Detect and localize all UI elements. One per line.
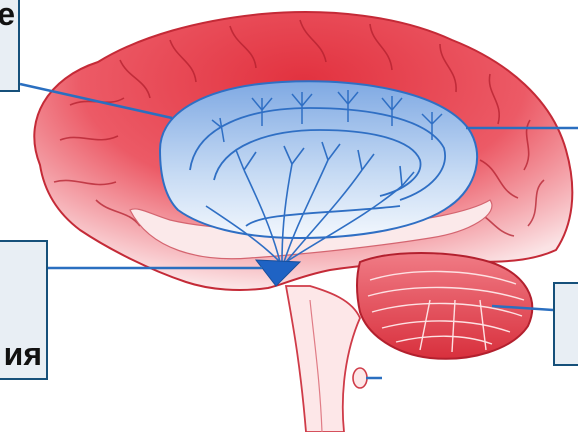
label-box-middle-left: ия [0,240,48,380]
label-box-top-left: е [0,0,20,92]
label-text-top-left: е [0,0,15,30]
label-box-bottom-right [553,282,578,366]
label-text-middle-left: ия [4,338,42,370]
pituitary-gland [353,368,367,388]
brainstem [286,286,360,432]
limbic-system [160,81,477,238]
